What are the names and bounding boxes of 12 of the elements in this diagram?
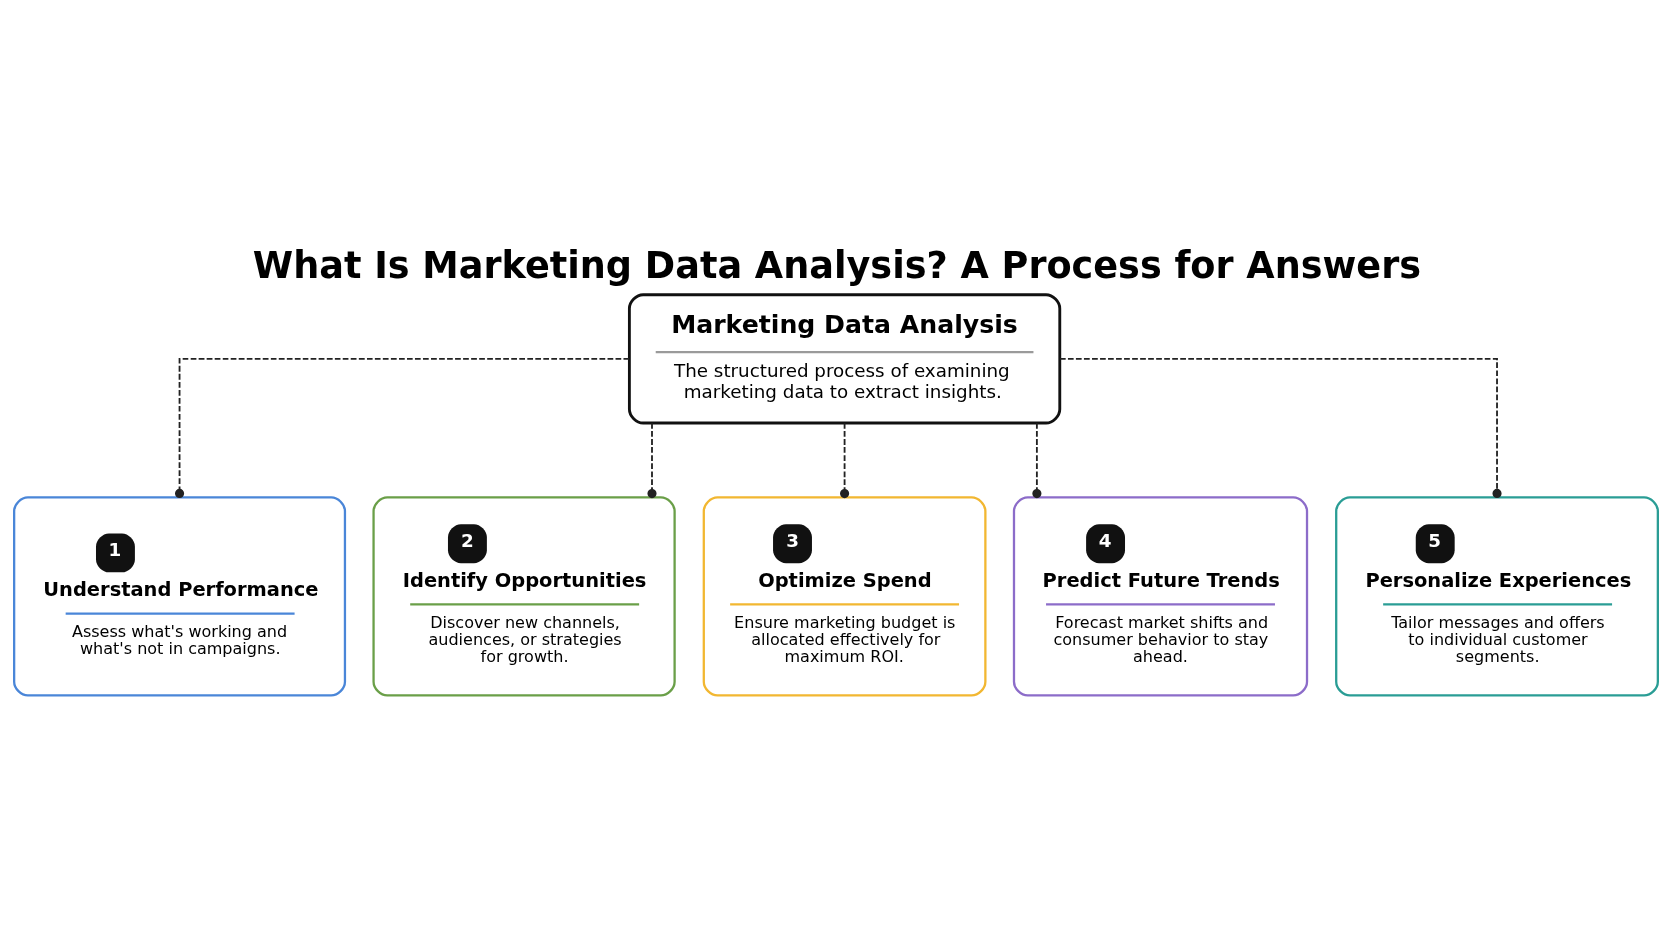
connector [1032,422,1042,499]
diagram-title: What Is Marketing Data Analysis? A Process for Answers [252,244,1422,288]
connector [1059,358,1502,498]
connector [647,422,657,499]
node-box: Marketing Data Analysis The structured process of examining marketing data to extract insights. [627,293,1062,425]
node-box: 5 Personalize Experiences Tailor messages and offers to individual customer segments. [1335,496,1659,697]
connector [840,422,850,499]
node-box: 4 Predict Future Trends Forecast market shifts and consumer behavior to stay ahead. [1012,496,1309,697]
node-box: 2 Identify Opportunities Discover new channels, audiences, or strategies for growth. [372,496,676,697]
node-box: 3 Optimize Spend Ensure marketing budget is allocated effectively for maximum ROI. [702,496,987,697]
connector [174,358,631,498]
node-box: 1 Understand Performance Assess what's working and what's not in campaigns. [13,496,347,697]
